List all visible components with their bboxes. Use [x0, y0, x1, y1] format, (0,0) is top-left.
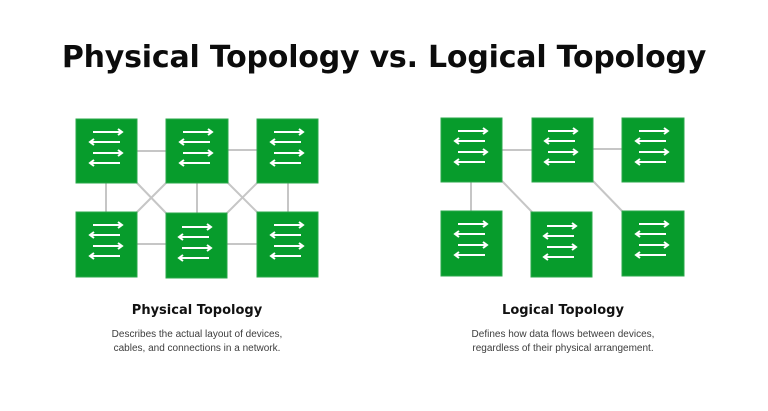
- logical-description-line1: Defines how data flows between devices,: [471, 329, 655, 340]
- logical-description-line2: regardless of their physical arrangement…: [472, 343, 654, 354]
- logical-links: [470, 148, 623, 213]
- link-l2-l6: [592, 180, 623, 212]
- node-l1: [440, 117, 503, 183]
- node-p3: [256, 118, 319, 184]
- link-l1-l5: [501, 180, 533, 213]
- node-p2: [165, 118, 229, 184]
- node-p6: [256, 211, 319, 278]
- logical-caption: Logical Topology Defines how data flows …: [413, 302, 713, 356]
- node-l3: [621, 117, 685, 183]
- page-title: Physical Topology vs. Logical Topology: [61, 40, 707, 75]
- physical-links: [105, 149, 289, 245]
- node-p4: [75, 211, 138, 278]
- physical-nodes: [75, 118, 319, 279]
- link-p2-p4: [136, 182, 167, 213]
- physical-description-line2: cables, and connections in a network.: [113, 343, 281, 354]
- logical-heading: Logical Topology: [502, 303, 624, 318]
- node-p5: [165, 212, 228, 279]
- physical-description-line1: Describes the actual layout of devices,: [111, 329, 283, 340]
- logical-description: Defines how data flows between devices, …: [413, 328, 713, 356]
- node-l2: [531, 117, 594, 183]
- node-p1: [75, 118, 138, 184]
- link-p3-p5: [226, 182, 258, 214]
- node-l6: [621, 210, 685, 277]
- logical-nodes: [440, 117, 685, 278]
- physical-description: Describes the actual layout of devices, …: [47, 328, 347, 356]
- node-l5: [530, 211, 593, 278]
- node-l4: [440, 210, 503, 277]
- physical-heading: Physical Topology: [131, 303, 263, 318]
- physical-caption: Physical Topology Describes the actual l…: [47, 302, 347, 356]
